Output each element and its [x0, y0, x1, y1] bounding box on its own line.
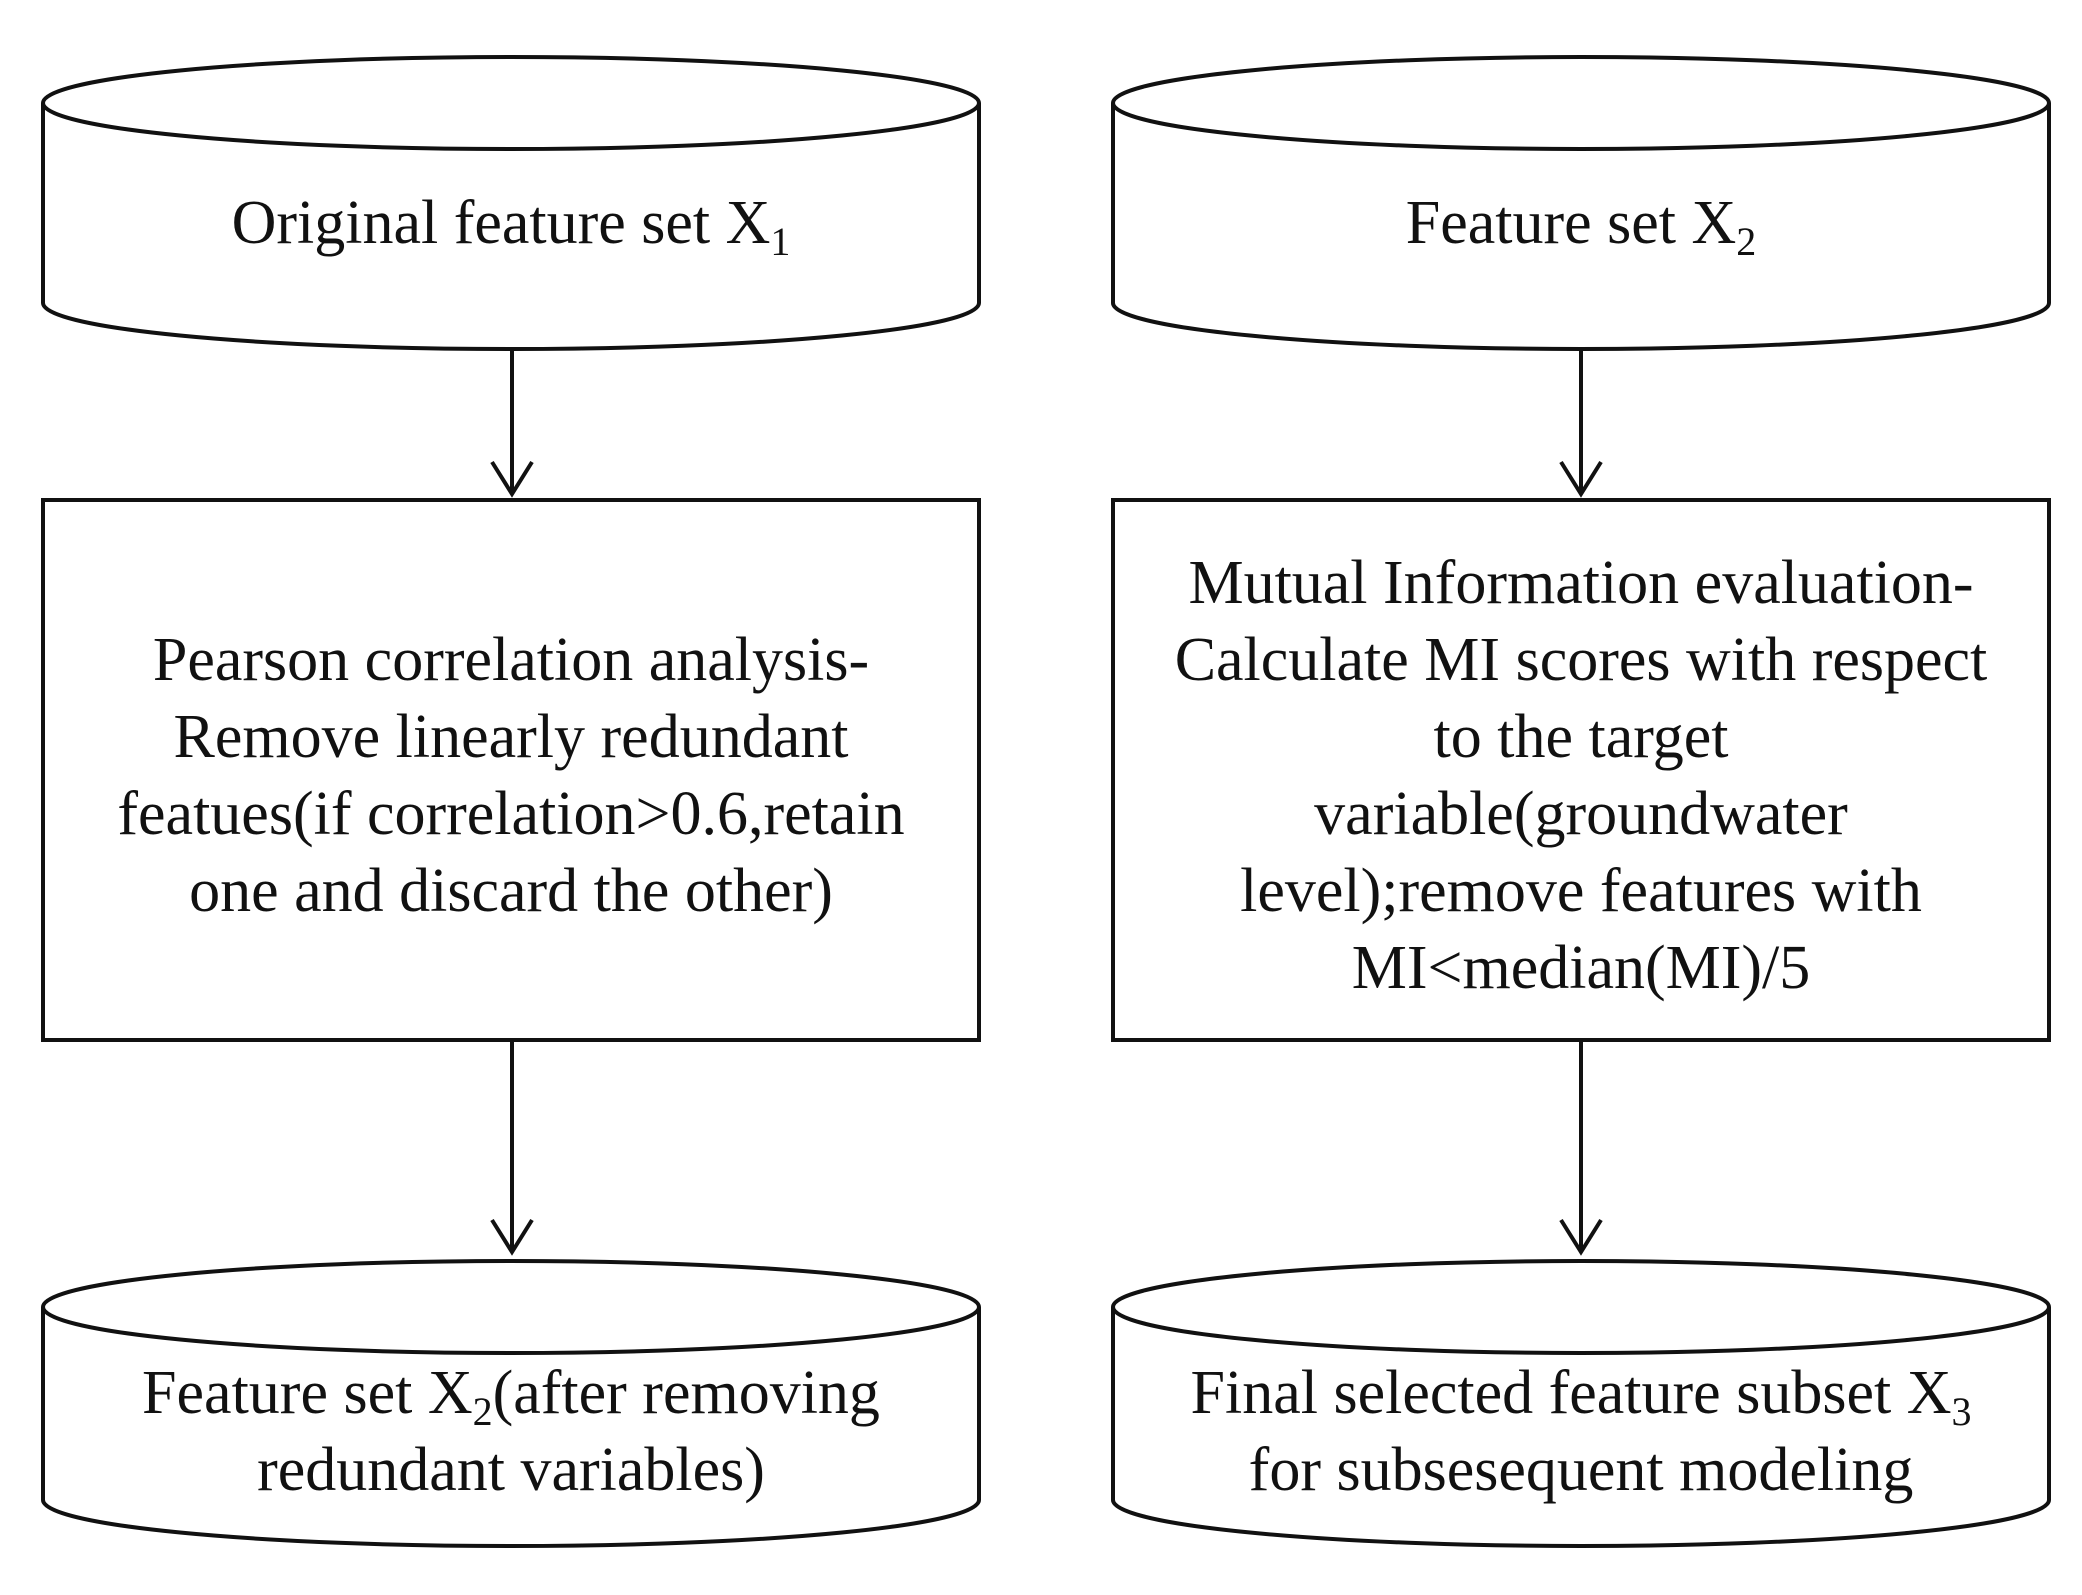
label-line: variable(groundwater [1314, 780, 1848, 848]
node-feature-set-after-removal: Feature set X2(after removing redundant v… [41, 1259, 981, 1548]
cylinder-top-rim [41, 102, 981, 151]
node-label: Original feature set X1 [232, 189, 791, 264]
node-pearson-analysis: Pearson correlation analysis- Remove line… [41, 498, 981, 1042]
cylinder-top-rim [41, 1306, 981, 1355]
arrow-head-icon [490, 460, 534, 498]
node-label: Feature set X2 [1406, 189, 1757, 264]
connector-mi-to-final [1559, 1040, 1603, 1256]
node-feature-set-input: Feature set X2 [1111, 55, 2051, 351]
process-box [41, 498, 981, 1042]
node-original-feature-set: Original feature set X1 [41, 55, 981, 351]
label-line: level);remove features with [1240, 857, 1922, 925]
cylinder-shape [41, 55, 981, 351]
connector-featureset-to-mi [1559, 348, 1603, 498]
label-line: for subsesequent modeling [1249, 1436, 1914, 1504]
cylinder-shape [41, 1259, 981, 1548]
label-line: Remove linearly redundant [174, 703, 849, 771]
cylinder-shape [1111, 55, 2051, 351]
label-line: Calculate MI scores with respect [1175, 626, 1988, 694]
label-line: redundant variables) [257, 1436, 765, 1504]
node-label: Final selected feature subset X3 for subs… [1191, 1359, 1972, 1504]
node-label: Feature set X2(after removing redundant v… [142, 1359, 880, 1504]
node-mutual-information: Mutual Information evaluation- Calculate … [1111, 498, 2051, 1042]
arrow-head-icon [490, 1218, 534, 1256]
connector-original-to-pearson [490, 348, 534, 498]
label-line: MI<median(MI)/5 [1352, 934, 1811, 1002]
node-label: Pearson correlation analysis- Remove line… [117, 626, 904, 925]
label-subscript: 1 [770, 219, 790, 264]
label-subscript: 3 [1951, 1389, 1971, 1434]
node-label: Mutual Information evaluation- Calculate … [1175, 549, 1988, 1002]
node-final-feature-subset: Final selected feature subset X3 for subs… [1111, 1259, 2051, 1548]
label-line: one and discard the other) [189, 857, 833, 925]
label-line: Original feature set X [232, 189, 771, 257]
arrow-head-icon [1559, 1218, 1603, 1256]
connector-pearson-to-featureset [490, 1040, 534, 1256]
cylinder-top-rim [1111, 1306, 2051, 1355]
cylinder-shape [1111, 1259, 2051, 1548]
cylinder-top-rim [1111, 102, 2051, 151]
arrow-head-icon [1559, 460, 1603, 498]
label-line: to the target [1434, 703, 1729, 771]
label-line: Feature set X [142, 1359, 473, 1427]
label-line: Feature set X [1406, 189, 1737, 257]
label-subscript: 2 [1736, 219, 1756, 264]
label-line: (after removing [493, 1359, 880, 1427]
label-subscript: 2 [473, 1389, 493, 1434]
label-line: Mutual Information evaluation- [1188, 549, 1973, 617]
label-line: Pearson correlation analysis- [153, 626, 869, 694]
process-box [1111, 498, 2051, 1042]
label-line: Final selected feature subset X [1191, 1359, 1952, 1427]
label-line: featues(if correlation>0.6,retain [117, 780, 904, 848]
